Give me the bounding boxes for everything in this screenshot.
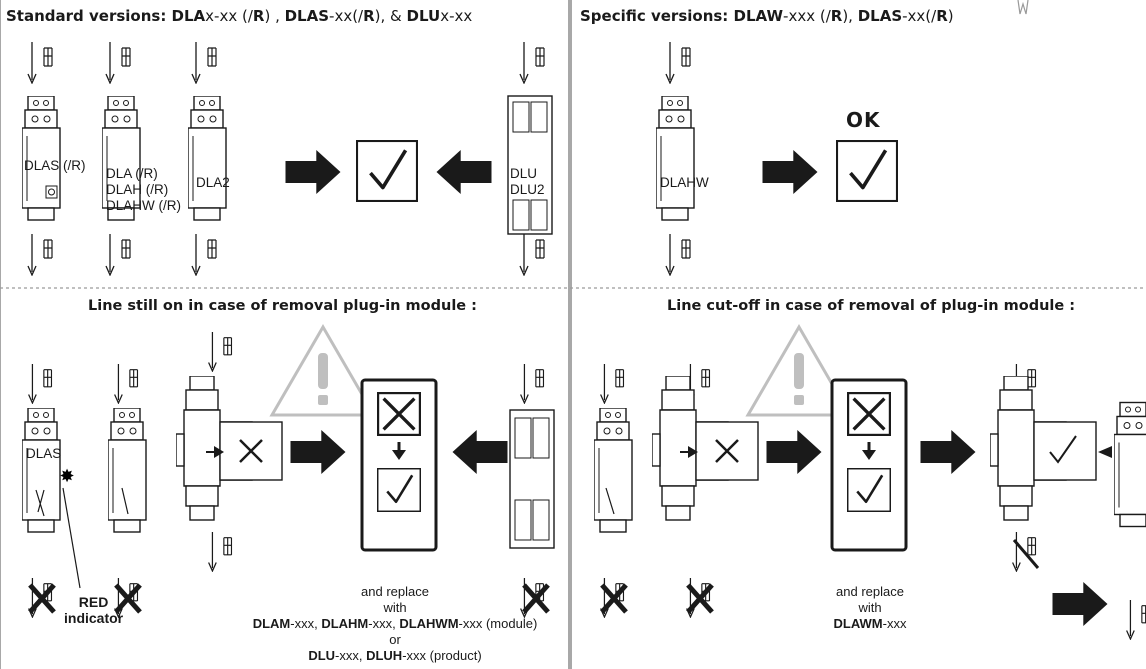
label-dla-r: DLA (/R) (106, 166, 158, 181)
right-caption: and replace with DLAWM-xxx (833, 584, 907, 631)
red-indicator-label: RED indicator (64, 594, 124, 626)
label-dlu: DLU (510, 166, 538, 181)
label-dlahw: DLAHW (660, 175, 709, 190)
label-dlahw-r: DLAHW (/R) (106, 198, 181, 213)
label-dlah-r: DLAH (/R) (106, 182, 169, 197)
ok-label: OK (846, 108, 881, 132)
left-caption: and replace with DLAM-xxx, DLAHM-xxx, DL… (252, 584, 538, 663)
label-dlu2: DLU2 (510, 182, 545, 197)
left-subheader: Line still on in case of removal plug-in… (88, 298, 477, 314)
svg-text:✸: ✸ (59, 466, 74, 487)
left-header: Standard versions: DLAx-xx (/R) , DLAS-x… (6, 7, 473, 25)
right-header: Specific versions: DLAW-xxx (/R), DLAS-x… (580, 7, 954, 25)
label-dlas-bottom: DLAS (26, 446, 62, 461)
right-subheader: Line cut-off in case of removal of plug-… (667, 298, 1076, 314)
label-dla2: DLA2 (196, 175, 230, 190)
label-dlas-r: DLAS (/R) (24, 158, 86, 173)
